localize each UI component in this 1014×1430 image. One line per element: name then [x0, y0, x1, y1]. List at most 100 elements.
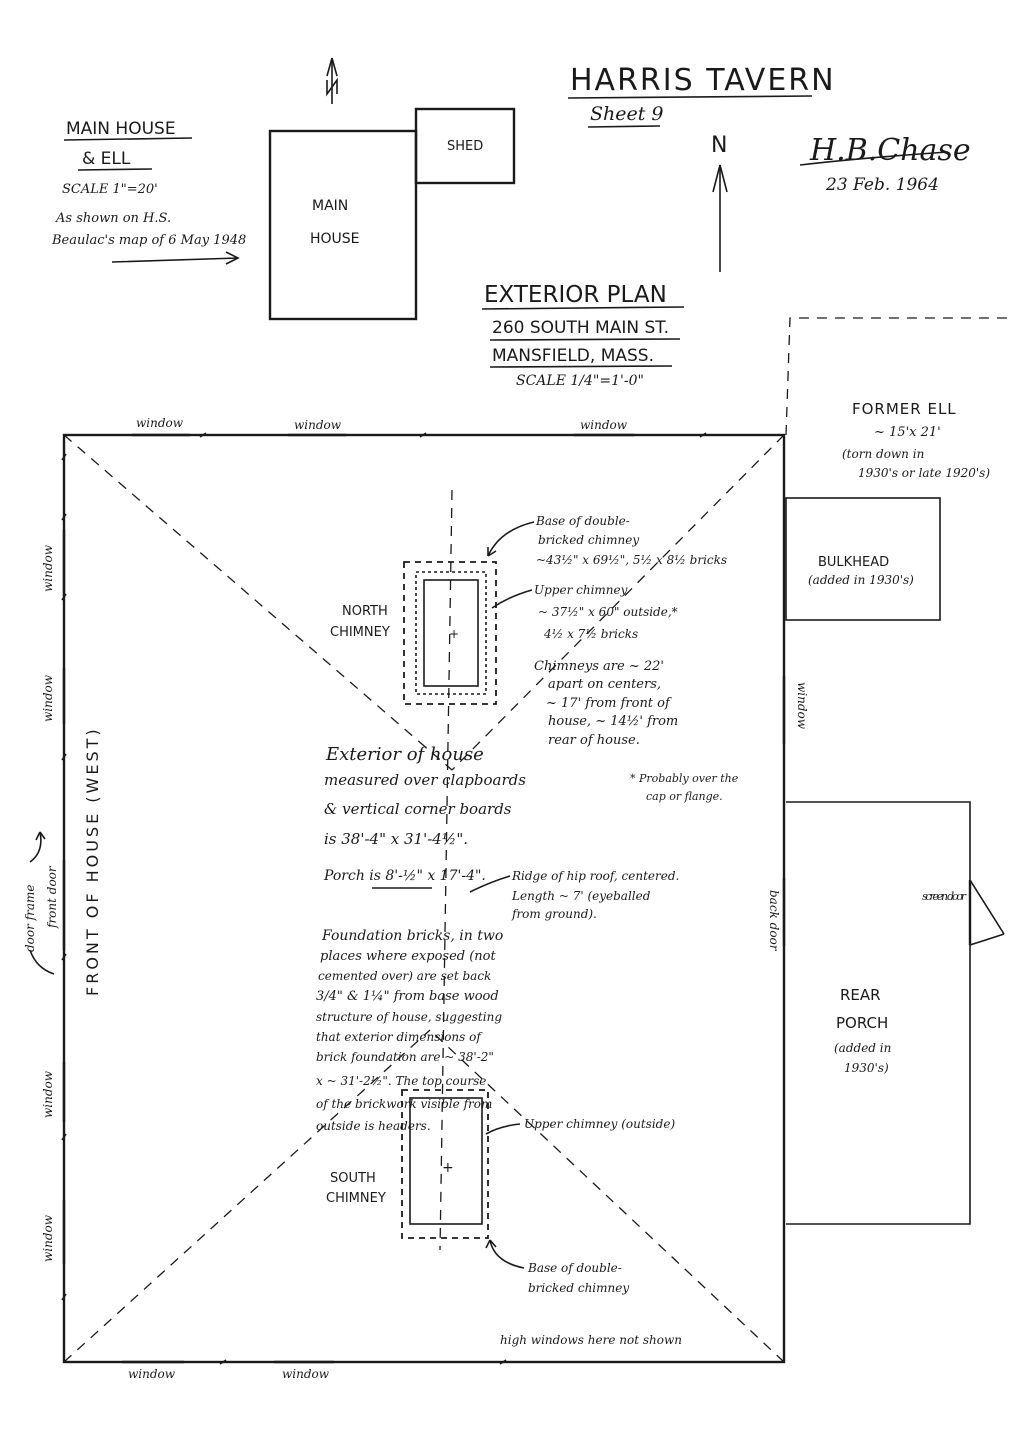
north-arrow: N [711, 133, 728, 272]
window-right-label: window [795, 682, 809, 730]
drawing-date: 23 Feb. 1964 [825, 175, 939, 195]
window-left-4-label: window [41, 1214, 55, 1262]
address-line-2: MANSFIELD, MASS. [492, 346, 654, 366]
window-bottom-1: window [122, 1360, 184, 1381]
key-plan-title-1: MAIN HOUSE [66, 119, 176, 139]
key-plan-shed [414, 107, 516, 185]
window-left-1-label: window [41, 544, 55, 592]
south-chimney-label-1: SOUTH [330, 1171, 376, 1186]
ridge-note-line-3: from ground). [511, 907, 597, 921]
key-plan-scale: SCALE 1"=20' [62, 182, 158, 197]
foundation-note: Foundation bricks, in two places where e… [316, 928, 503, 1133]
window-left-2: window [41, 668, 66, 724]
window-bottom-2: window [274, 1360, 334, 1381]
south-chimney-center-icon: + [442, 1160, 454, 1176]
foundation-note-line-6: that exterior dimensions of [316, 1030, 483, 1044]
key-plan-source-2: Beaulac's map of 6 May 1948 [51, 233, 246, 248]
chimney-spacing-line-5: rear of house. [548, 733, 640, 748]
window-right: window [782, 676, 809, 744]
south-chimney: + SOUTH CHIMNEY Upper chimney (outside) … [326, 1089, 675, 1295]
rear-porch-line-2: PORCH [836, 1014, 888, 1032]
flange-note-line-1: * Probably over the [630, 772, 739, 785]
key-plan-main-label-1: MAIN [312, 198, 348, 214]
foundation-note-line-10: outside is headers. [316, 1119, 431, 1133]
exterior-note-line-5: Porch is 8'-½" x 17'-4". [323, 868, 486, 884]
foundation-note-line-7: brick foundation are ~ 38'-2" [316, 1050, 494, 1064]
window-bottom-2-label: window [282, 1367, 330, 1381]
plan-heading: EXTERIOR PLAN 260 SOUTH MAIN ST. MANSFIE… [481, 282, 685, 389]
rear-porch-line-3: (added in [834, 1041, 891, 1055]
foundation-note-line-4: 3/4" & 1¼" from base wood [316, 989, 499, 1004]
foundation-note-line-5: structure of house, suggesting [316, 1010, 502, 1024]
south-chimney-base-2: bricked chimney [528, 1281, 629, 1295]
chimney-spacing-line-3: ~ 17' from front of [546, 696, 672, 711]
foundation-note-line-2: places where exposed (not [320, 949, 497, 964]
key-plan: MAIN HOUSE & ELL SCALE 1"=20' As shown o… [51, 57, 516, 321]
window-left-3: window [41, 1062, 66, 1122]
key-plan-title-2: & ELL [82, 149, 131, 169]
north-chimney-upper-3: 4½ x 7½ bricks [543, 627, 638, 641]
rear-porch-line-4: 1930's) [844, 1061, 889, 1075]
chimney-spacing-line-1: Chimneys are ~ 22' [534, 659, 664, 674]
foundation-note-line-1: Foundation bricks, in two [321, 928, 503, 944]
plan-title: EXTERIOR PLAN [484, 282, 667, 308]
window-top-1-label: window [136, 416, 184, 430]
front-door: front door door frame [23, 831, 66, 975]
window-left-4: window [41, 1200, 66, 1264]
key-plan-north-icon [326, 57, 338, 104]
former-ell-line-3: (torn down in [842, 447, 924, 461]
screen-door-label: screen door [922, 890, 967, 903]
drawing-title: HARRIS TAVERN [570, 63, 836, 98]
former-ell: FORMER ELL ~ 15'x 21' (torn down in 1930… [785, 317, 1010, 480]
ridge-note: Ridge of hip roof, centered. Length ~ 7'… [469, 869, 679, 921]
window-left-2-label: window [41, 674, 55, 722]
former-ell-line-1: FORMER ELL [852, 400, 957, 418]
key-plan-main-house [268, 129, 418, 321]
bulkhead-line-2: (added in 1930's) [808, 573, 914, 587]
ridge-note-line-2: Length ~ 7' (eyeballed [511, 889, 651, 903]
signature: H.B.Chase [809, 133, 971, 168]
foundation-note-line-3: cemented over) are set back [318, 969, 491, 983]
south-chimney-label-2: CHIMNEY [326, 1191, 386, 1206]
north-chimney: + NORTH CHIMNEY Base of double- bricked … [330, 514, 727, 705]
sheet-number: Sheet 9 [590, 103, 664, 125]
north-arrow-label: N [711, 133, 727, 158]
north-chimney-upper-2: ~ 37½" x 60" outside,* [538, 605, 678, 619]
door-frame-label: door frame [23, 885, 37, 953]
window-top-3-label: window [580, 418, 628, 432]
bulkhead-line-1: BULKHEAD [818, 555, 889, 570]
front-door-label: front door [45, 865, 59, 929]
rear-porch: screen door REAR PORCH (added in 1930's) [786, 801, 1005, 1225]
ridge-note-line-1: Ridge of hip roof, centered. [511, 869, 679, 883]
window-left-3-label: window [41, 1070, 55, 1118]
chimney-spacing-note: Chimneys are ~ 22' apart on centers, ~ 1… [534, 659, 678, 748]
window-top-2-label: window [294, 418, 342, 432]
window-bottom-1-label: window [128, 1367, 176, 1381]
exterior-note-line-3: & vertical corner boards [324, 800, 512, 818]
window-top-1: window [132, 416, 190, 437]
chimney-spacing-line-2: apart on centers, [548, 677, 661, 692]
north-chimney-base-1: Base of double- [535, 514, 630, 528]
window-left-1: window [41, 530, 66, 596]
exterior-note: Exterior of house measured over clapboar… [323, 744, 526, 889]
key-plan-source-1: As shown on H.S. [55, 211, 171, 226]
back-door: back door [767, 878, 786, 952]
north-chimney-center-icon: + [449, 627, 459, 641]
former-ell-line-2: ~ 15'x 21' [874, 425, 941, 440]
flange-note: * Probably over the cap or flange. [630, 772, 739, 803]
north-chimney-label-1: NORTH [342, 604, 388, 619]
south-chimney-base-1: Base of double- [527, 1261, 622, 1275]
plan-scale: SCALE 1/4"=1'-0" [516, 373, 644, 389]
bulkhead: BULKHEAD (added in 1930's) [785, 497, 941, 621]
north-chimney-base-3: ~43½" x 69½", 5½ x 8½ bricks [536, 553, 727, 567]
former-ell-line-4: 1930's or late 1920's) [858, 466, 990, 480]
foundation-note-line-9: of the brickwork visible from [316, 1097, 492, 1111]
rear-porch-line-1: REAR [840, 986, 881, 1004]
front-of-house-label: FRONT OF HOUSE (WEST) [83, 726, 102, 996]
flange-note-line-2: cap or flange. [646, 790, 723, 803]
back-door-label: back door [767, 890, 781, 952]
exterior-note-line-1: Exterior of house [325, 744, 484, 765]
exterior-note-line-2: measured over clapboards [324, 771, 526, 789]
high-windows-note: high windows here not shown [500, 1333, 682, 1347]
